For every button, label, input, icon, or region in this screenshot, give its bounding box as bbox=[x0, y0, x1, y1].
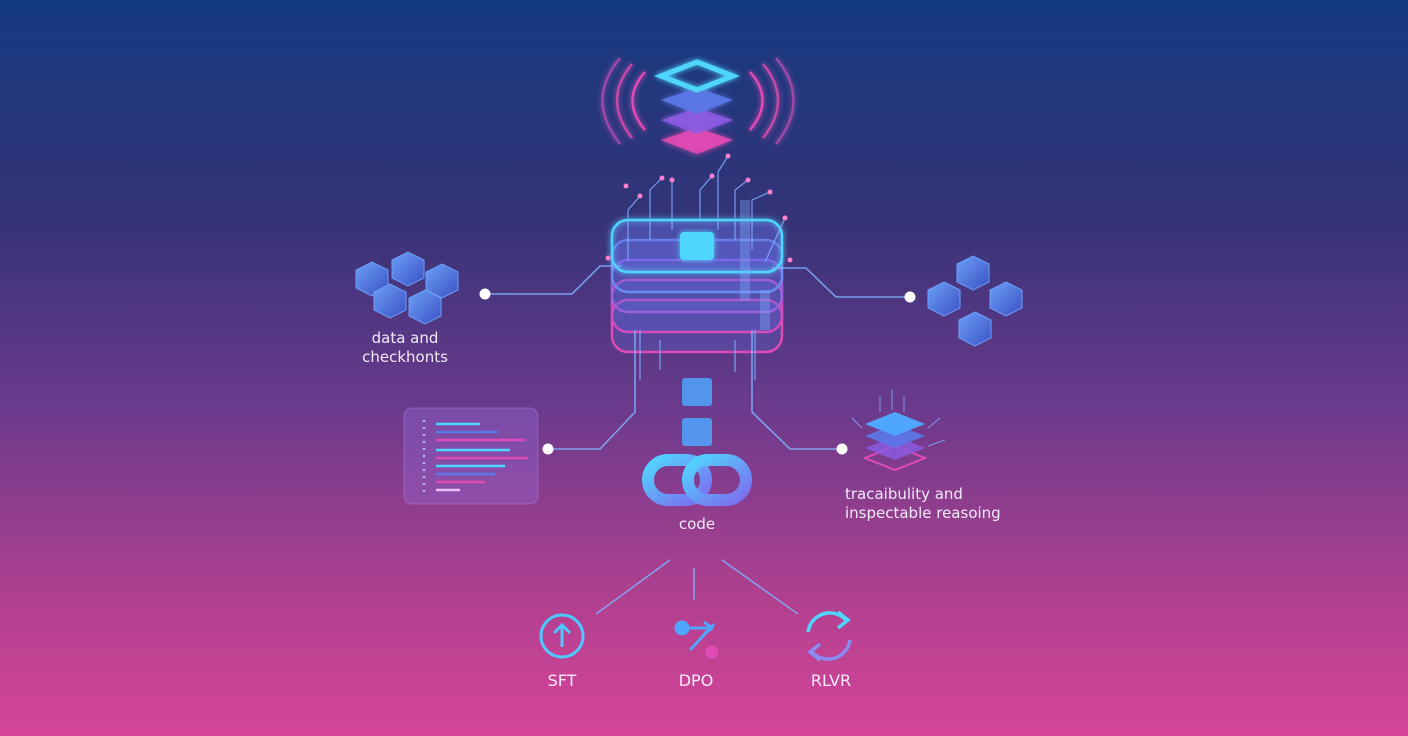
layered-model-stack-icon bbox=[605, 153, 793, 380]
code-label: code bbox=[678, 515, 716, 533]
dpo-icon bbox=[674, 620, 719, 659]
traceability-stack-icon bbox=[851, 390, 946, 472]
chain-link-icon bbox=[642, 454, 752, 506]
code-panel-icon bbox=[403, 407, 539, 505]
network-cubes-icon bbox=[927, 255, 1023, 347]
traceability-line2: inspectable reasoing bbox=[845, 504, 1001, 522]
sft-icon bbox=[539, 613, 585, 659]
rlvr-label: RLVR bbox=[810, 671, 852, 690]
stack-connector bbox=[682, 378, 712, 446]
data-checkpoints-label: data and checkhonts bbox=[360, 329, 450, 367]
rlvr-icon bbox=[806, 610, 852, 662]
connector-lines bbox=[485, 265, 910, 615]
connector-dots bbox=[479, 288, 916, 455]
sft-label: SFT bbox=[547, 671, 577, 690]
data-checkpoints-line1: data and bbox=[371, 329, 439, 347]
data-cubes-icon bbox=[355, 251, 459, 325]
traceability-line1: tracaibulity and bbox=[845, 485, 963, 503]
data-checkpoints-line2: checkhonts bbox=[362, 348, 448, 366]
traceability-label: tracaibulity and inspectable reasoing bbox=[845, 485, 1001, 523]
broadcast-model-icon bbox=[601, 57, 795, 154]
dpo-label: DPO bbox=[678, 671, 714, 690]
